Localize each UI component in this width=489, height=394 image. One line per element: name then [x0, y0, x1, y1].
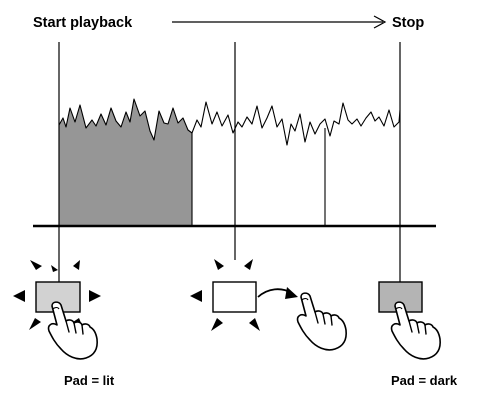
timeline-arrow-icon [172, 15, 387, 29]
pad-dark-label: Pad = dark [391, 373, 458, 388]
pad-off[interactable] [212, 281, 257, 313]
pad-off-group [190, 259, 347, 351]
waveform [58, 98, 401, 226]
waveform-line [58, 98, 401, 146]
glow-icon [190, 259, 260, 331]
pad-lit-label: Pad = lit [64, 373, 115, 388]
pad-lit-group [13, 260, 101, 360]
stop-label: Stop [392, 15, 424, 31]
pointing-hand-icon [296, 292, 347, 351]
waveform-played-region [59, 99, 192, 226]
glow-icon [13, 260, 101, 330]
curved-arrow-icon [257, 287, 298, 299]
pad-dark-group [378, 281, 441, 360]
start-playback-label: Start playback [33, 15, 133, 31]
